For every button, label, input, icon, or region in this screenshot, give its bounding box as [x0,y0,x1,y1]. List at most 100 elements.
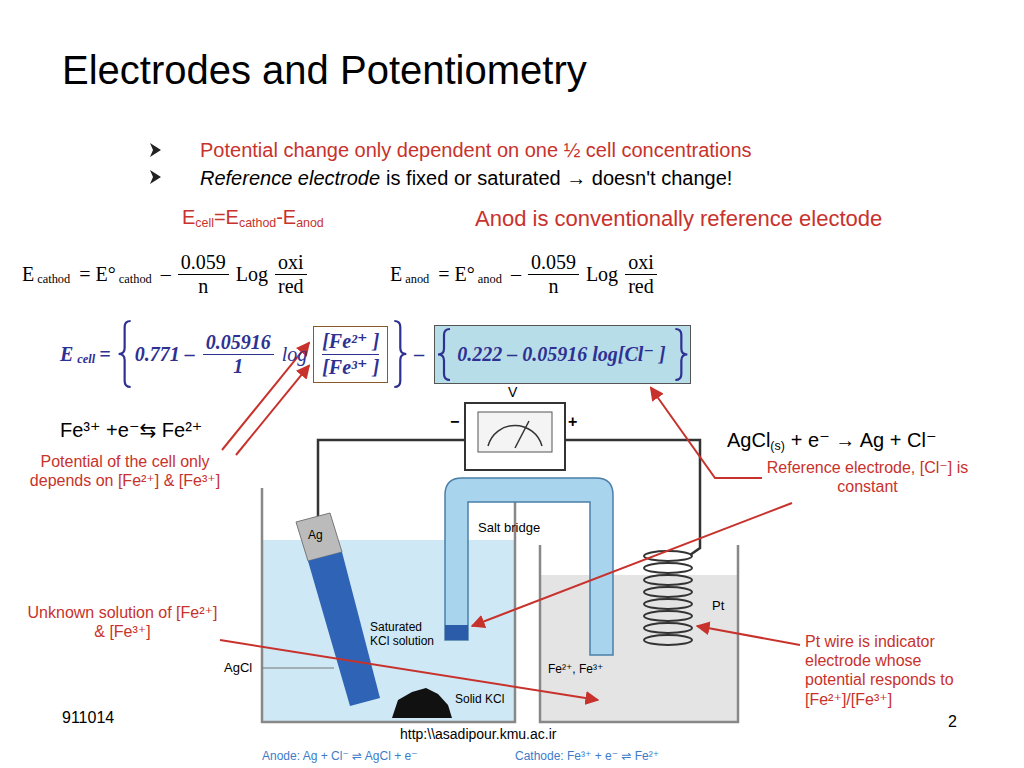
label-text: Fe²⁺, Fe³⁺ [548,662,603,676]
formula-text: anod [478,272,502,287]
fraction-box: [Fe²⁺ ][Fe³⁺ ] [313,326,388,383]
formula-text: =E [214,206,239,229]
formula-text: 0.059 [178,251,229,275]
bridge-tip [445,625,468,640]
formula-text: E [60,343,73,366]
formula-text: Reference electrode [200,167,380,190]
formula-text: 0.059 [528,251,579,275]
formula-text: cathod [37,272,70,287]
beaker [262,488,515,722]
fraction: oxired [275,251,307,298]
node-text: 0.222 – 0.05916 log[Cl⁻ ] [457,342,665,367]
callout-arrow [222,343,309,450]
formula-text: – [511,263,521,286]
reference-term-box: 0.222 – 0.05916 log[Cl⁻ ] [434,325,690,384]
formula-text: anod [296,216,324,230]
fraction: 0.059n [528,251,579,298]
fraction: oxired [625,251,657,298]
label-text: Pt wire is indicator electrode whose pot… [805,632,980,709]
curly-brace [119,321,131,387]
silver-electrode [296,513,342,561]
formula-row: AgCl(s) + e⁻ → Ag + Cl⁻ [727,426,936,454]
label-text: 911014 [62,708,114,727]
formula-text: anod [405,272,429,287]
formula-text: E [182,206,195,229]
label-text: Solid KCl [455,692,504,706]
label-text: − [450,412,459,431]
label-text: Pt [712,598,724,614]
label-text: Unknown solution of [Fe²⁺] & [Fe³⁺] [25,603,220,641]
formula-text: E [390,263,402,286]
label-text: AgCl [224,660,252,676]
formula-text: (s) [770,439,784,453]
iron-solution [541,575,737,721]
formula-row: Ecell=0.771 –0.059161log[Fe²⁺ ][Fe³⁺ ]–0… [60,318,691,390]
slide-title: Electrodes and Potentiometry [62,46,587,94]
formula-text: – [414,343,424,366]
formula-text: + e⁻ → Ag + Cl⁻ [791,428,937,452]
formula-text: – [161,263,171,286]
label-text: Ag [308,528,323,542]
formula-row: Reference electrode is fixed or saturated… [200,165,732,191]
formula-text: AgCl [727,429,770,452]
label-text: V [508,384,517,401]
callout-arrow [472,503,792,626]
formula-text: log [282,343,308,366]
formula-text: cell [195,216,214,230]
formula-text: Log [586,263,618,286]
formula-text: oxi [625,251,657,275]
formula-text: = E° [438,263,475,286]
label-text: Saturated KCl solution [370,620,444,649]
kcl-solution [263,540,514,721]
curly-brace [438,329,450,380]
formula-text: 1 [230,355,246,378]
label-text: Anode: Ag + Cl⁻ ⇌ AgCl + e⁻ [262,749,417,763]
formula-text: cathod [239,216,276,230]
fraction: 0.059161 [203,331,274,378]
formula-text: = E° [79,263,116,286]
bullet-marker [150,143,161,157]
formula-text: cathod [119,272,152,287]
wire [565,440,700,555]
wire [318,440,465,518]
dial-scale [488,425,542,446]
formula-text: E [22,263,34,286]
brace-space [394,349,410,359]
leader-line [262,668,334,669]
callout-arrow [697,626,800,645]
label-text: Reference electrode, [Cl⁻] is constant [765,458,970,496]
formula-text: red [625,275,657,298]
formula-text: cell [77,352,95,367]
formula-text: is fixed or saturated → doesn't change! [386,167,732,190]
dial-needle [515,421,529,448]
curly-brace [676,329,688,380]
formula-text: 0.771 – [135,343,195,366]
formula-row: Eanod= E°anod–0.059nLogoxired [390,243,661,305]
agcl-coating [308,552,380,706]
label-text: + [568,412,577,431]
formula-text: n [195,275,211,298]
brace-space [115,349,131,359]
curly-brace [394,321,406,387]
node-text: [Fe³⁺ ] [322,355,379,380]
label-text: Potential of the cell only depends on [F… [25,452,225,490]
node-text: [Fe²⁺ ] [322,329,379,355]
voltmeter-dial [478,412,552,452]
platinum-coil [644,551,692,645]
formula-text: n [545,275,561,298]
fraction: 0.059n [178,251,229,298]
label-text: 2 [948,712,957,731]
voltmeter [465,403,565,470]
formula-text: Log [236,263,268,286]
label-text: Fe³⁺ +e⁻⇆ Fe²⁺ [60,418,202,442]
formula-text: oxi [275,251,307,275]
formula-text: 0.05916 [203,331,274,355]
formula-text: = [99,343,110,366]
formula-row: Ecathod= E°cathod–0.059nLogoxired [22,243,311,305]
label-text: Salt bridge [478,520,540,536]
label-text: Anod is conventionally reference electod… [475,206,882,232]
label-text: Cathode: Fe³⁺ + e⁻ ⇌ Fe²⁺ [515,749,659,763]
solid-kcl [392,688,452,718]
bullet-marker [150,170,161,184]
label-text: http:\\asadipour.kmu.ac.ir [400,726,556,743]
